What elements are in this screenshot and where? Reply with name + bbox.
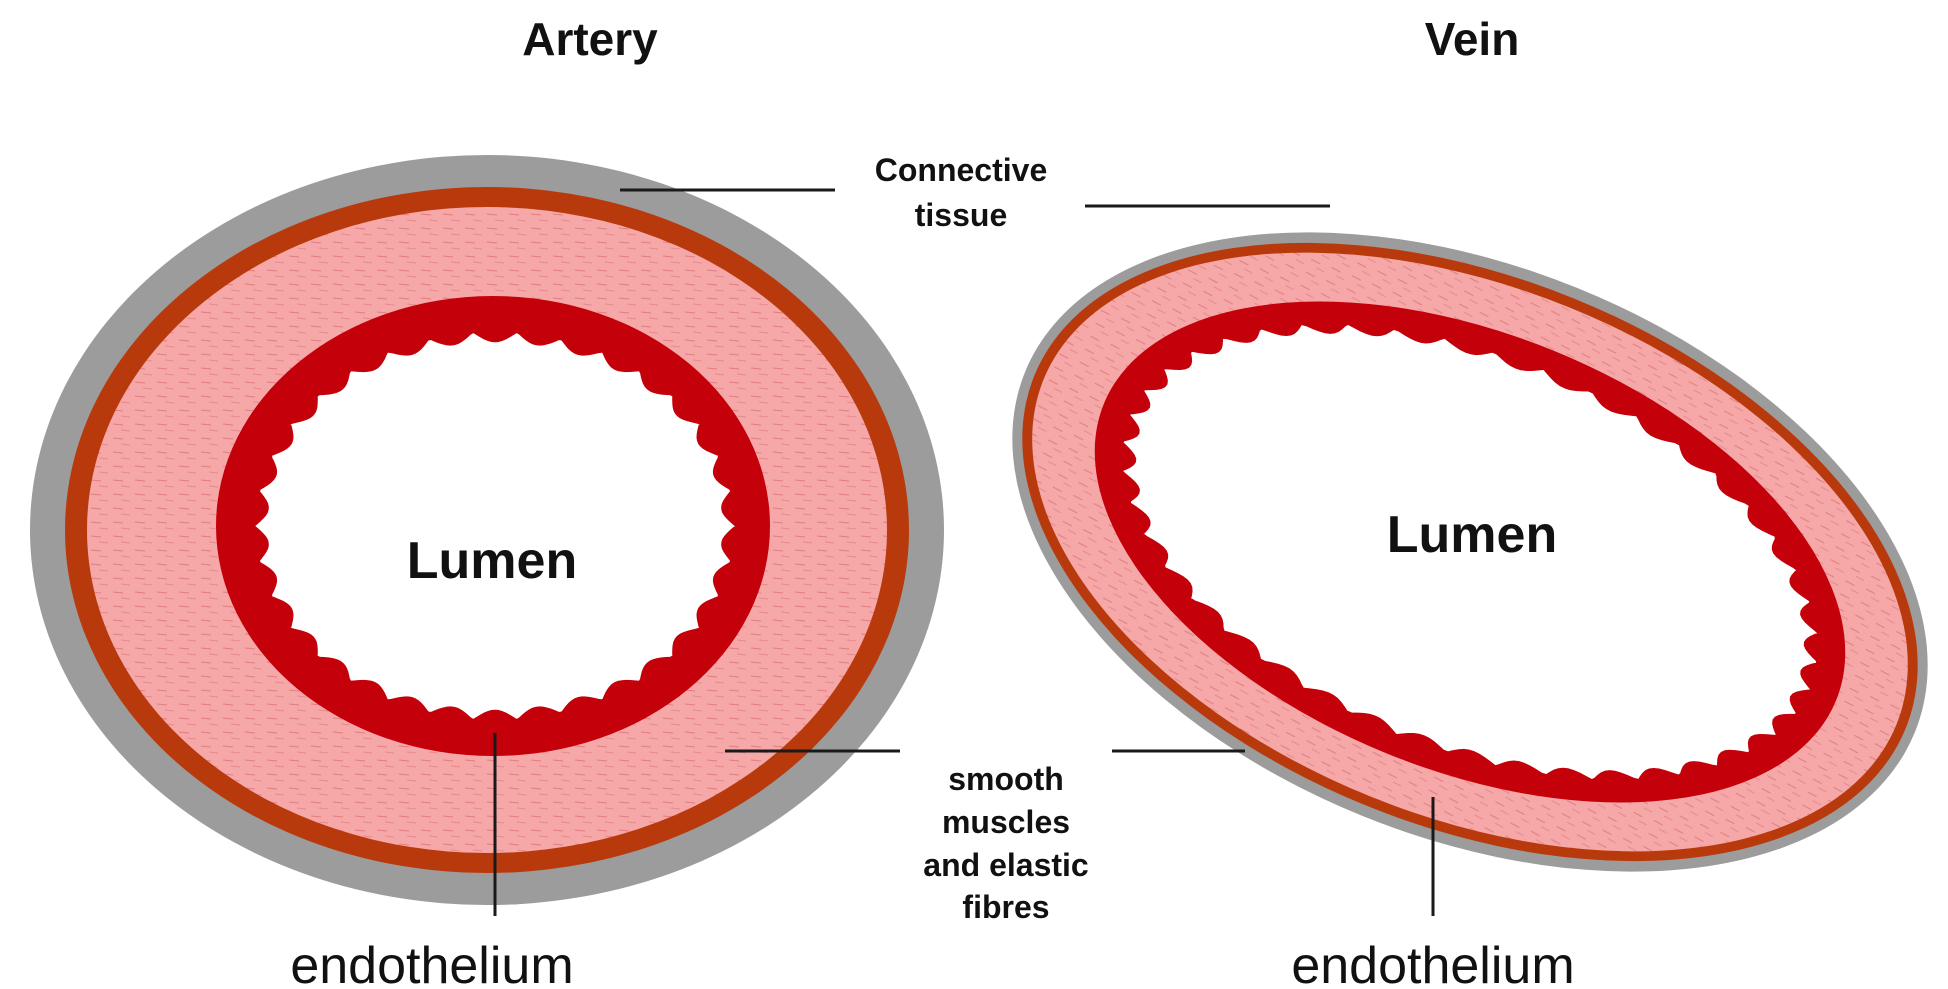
artery-lumen-label: Lumen [407, 532, 577, 590]
connective-tissue-label-line1: Connective [875, 152, 1047, 188]
smooth-muscle-label-line3: and elastic [923, 847, 1088, 883]
smooth-muscle-label-line1: smooth [948, 761, 1064, 797]
vein-endothelium-label: endothelium [1291, 937, 1574, 989]
vein-title: Vein [1425, 13, 1520, 65]
artery-cross-section [30, 155, 944, 905]
connective-tissue-label-line2: tissue [915, 197, 1007, 233]
vein-lumen-label: Lumen [1387, 506, 1557, 564]
artery-title: Artery [522, 13, 658, 65]
smooth-muscle-label-line2: muscles [942, 804, 1070, 840]
smooth-muscle-label-line4: fibres [962, 889, 1049, 925]
artery-endothelium-label: endothelium [290, 937, 573, 989]
